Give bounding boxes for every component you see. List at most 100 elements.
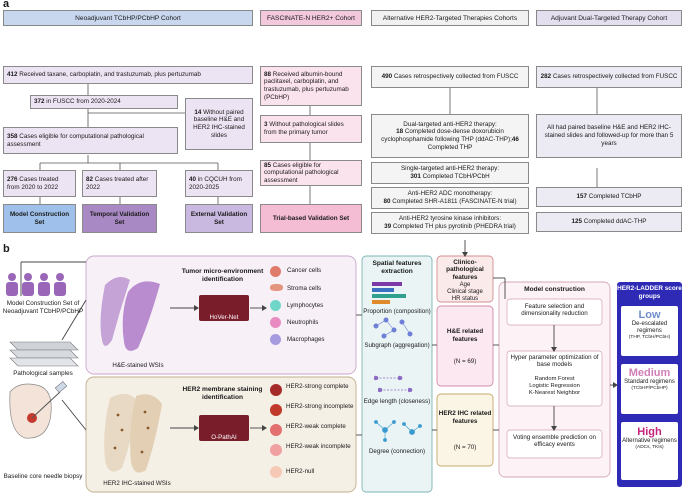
tki-count: 39 (384, 223, 392, 230)
eligible-count: 358 (7, 132, 18, 140)
clinico-stage: Clinical stage (447, 288, 483, 295)
her2-null-icon (270, 466, 282, 478)
clinico-items: Age Clinical stage HR status (437, 282, 493, 303)
ladder-high-card: High Alternative regimens (ADCs, TKIs) (621, 422, 678, 480)
her2-weak-complete-icon (270, 424, 282, 436)
ladder-high-sub: (ADCs, TKIs) (635, 444, 664, 450)
spatial-edge-length: Edge length (closeness) (363, 398, 431, 405)
temporal-validation-set: Temporal Validation Set (82, 204, 157, 233)
neoadjuvant-fuscc-box: 372 in FUSCC from 2020-2024 (30, 95, 178, 109)
dual-b-count: 46 (511, 136, 519, 143)
neutrophil-icon (270, 317, 281, 328)
tki-text: Completed TH plus pyrotinib (PHEDRA tria… (391, 223, 516, 230)
neoadjuvant-after2022-box: 82 Cases treated after 2022 (82, 170, 157, 197)
fascinate-eligible-count: 85 (264, 161, 272, 169)
alternative-cohort-header: Alternative HER2-Targeted Therapies Coho… (371, 10, 529, 26)
adc-count: 80 (383, 198, 391, 205)
treated2022-count: 276 (7, 175, 18, 183)
cell-label-weak-complete: HER2-weak complete (286, 423, 346, 430)
adjuvant-cohort-header: Adjuvant Dual-Targeted Therapy Cohort (536, 10, 682, 26)
dual-a-text: Completed dose-dense doxorubicin cycloph… (381, 128, 512, 143)
model-set-label: Model Construction Set of Neoadjuvant TC… (2, 300, 84, 315)
panel-b-letter: b (3, 243, 10, 255)
spatial-title: Spatial features extraction (372, 260, 422, 275)
cancer-cell-icon (270, 266, 281, 277)
ladder-title: HER2-LADDER score groups (617, 285, 682, 300)
tcbhp-text: Completed TCbHP (587, 193, 642, 201)
her2-strong-complete-icon (270, 384, 282, 396)
ladder-low-card: Low De-escalated regimens (THP, TCbH/PCb… (621, 306, 678, 356)
clinico-hr: HR status (451, 295, 479, 302)
he-features-n: (N = 69) (453, 358, 477, 365)
cqcuh-text: in CQCUH from 2020-2025 (189, 175, 242, 191)
he-features-title: H&E related features (446, 328, 484, 343)
cell-label-neutrophils: Neutrophils (287, 319, 319, 326)
treated2022-text: Cases treated from 2020 to 2022 (7, 175, 59, 191)
model-construction-set: Model Construction Set (3, 204, 76, 233)
after2022-count: 82 (86, 175, 94, 183)
ladder-medium-name: Medium (628, 367, 671, 379)
base-model-list: Random Forest Logistic Regression K-Near… (507, 376, 602, 397)
tcbhp-count: 157 (576, 193, 588, 201)
neoadjuvant-received-box: 412 Received taxane, carboplatin, and tr… (3, 66, 253, 84)
without-count: 14 (194, 108, 202, 116)
spatial-proportion: Proportion (composition) (363, 308, 431, 315)
panel-a-letter: a (3, 0, 10, 10)
clinico-age: Age (459, 282, 471, 288)
alternative-adc-box: Anti-HER2 ADC monotherapy: 80 Completed … (371, 187, 529, 209)
model-construction-title: Model construction (524, 286, 585, 293)
fascinate-without-box: 3 Without pathological slides from the p… (260, 115, 362, 143)
trial-based-validation-set: Trial-based Validation Set (260, 204, 362, 233)
alternative-dual-box: Dual-targeted anti-HER2 therapy: 18 Comp… (371, 114, 529, 158)
neoadjuvant-2022-box: 276 Cases treated from 2020 to 2022 (3, 170, 76, 197)
ihc-wsi-label: HER2 IHC-stained WSIs (103, 480, 171, 487)
received-text: Received taxane, carboplatin, and trastu… (17, 71, 201, 79)
cell-label-lymphocytes: Lymphocytes (287, 302, 324, 309)
he-wsi-label: H&E-stained WSIs (112, 362, 164, 369)
after2022-text: Cases treated after 2022 (86, 175, 149, 191)
eligible-text: Cases eligible for computational patholo… (7, 132, 144, 148)
hovernet-label: HoVer-Net (209, 314, 239, 321)
model-step-voting: Voting ensemble prediction on efficacy e… (513, 434, 596, 449)
without-text: Without paired baseline H&E and HER2 IHC… (193, 108, 245, 139)
neoadjuvant-without-box: 14 Without paired baseline H&E and HER2 … (185, 98, 253, 150)
model-step-feature-selection: Feature selection and dimensionality red… (521, 303, 588, 318)
fascinate-received-box: 88 Received albumin-bound paclitaxel, ca… (260, 66, 362, 106)
neoadjuvant-cohort-header: Neoadjuvant TCbHP/PCbHP Cohort (3, 10, 253, 26)
clinico-title: Clinico-pathological features (446, 259, 484, 281)
cell-label-weak-incomplete: HER2-weak incomplete (286, 443, 351, 450)
fascinate-cohort-header: FASCINATE-N HER2+ Cohort (260, 10, 362, 26)
adjuvant-collected-text: Cases retrospectively collected from FUS… (551, 73, 678, 81)
samples-label: Pathological samples (13, 370, 73, 377)
external-validation-set: External Validation Set (185, 204, 253, 233)
cell-label-strong-incomplete: HER2-strong incomplete (286, 403, 354, 410)
ihc-features-n: (N = 70) (453, 444, 477, 451)
base-model-knn: K-Nearest Neighbor (528, 390, 581, 397)
ladder-low-sub: (THP, TCbH/PCbH) (628, 334, 671, 340)
fascinate-eligible-box: 85 Cases eligible for computational path… (260, 160, 362, 186)
cqcuh-count: 40 (189, 175, 197, 183)
ladder-low-desc: De-escalated regimens (631, 321, 668, 334)
ladder-low-name: Low (638, 309, 661, 321)
adjuvant-collected-count: 282 (540, 73, 552, 81)
single-title: Single-targeted anti-HER2 therapy: (400, 165, 499, 173)
alternative-single-box: Single-targeted anti-HER2 therapy: 301 C… (371, 162, 529, 184)
ddac-count: 125 (571, 218, 583, 226)
ladder-medium-card: Medium Standard regimens (TCbHP/PCbHP) (621, 364, 678, 414)
base-model-lr: Logistic Regression (529, 383, 580, 390)
ladder-high-desc: Alternative regimens (622, 438, 677, 444)
he-title: Tumor micro-environment identification (181, 268, 264, 283)
spatial-subgraph: Subgraph (aggregation) (364, 342, 430, 349)
dual-a-count: 18 (396, 128, 404, 136)
alternative-collected-text: Cases retrospectively collected from FUS… (392, 73, 519, 81)
ihc-title: HER2 membrane staining identification (182, 386, 263, 401)
fascinate-without-count: 3 (264, 121, 268, 129)
cell-label-stroma: Stroma cells (287, 285, 322, 292)
alternative-collected-count: 490 (381, 73, 393, 81)
adjuvant-tcbhp-box: 157 Completed TCbHP (536, 187, 682, 207)
adjuvant-collected-box: 282 Cases retrospectively collected from… (536, 66, 682, 88)
ladder-medium-sub: (TCbHP/PCbHP) (631, 385, 668, 391)
her2-strong-incomplete-icon (270, 404, 282, 416)
cell-label-macrophages: Macrophages (287, 336, 325, 343)
